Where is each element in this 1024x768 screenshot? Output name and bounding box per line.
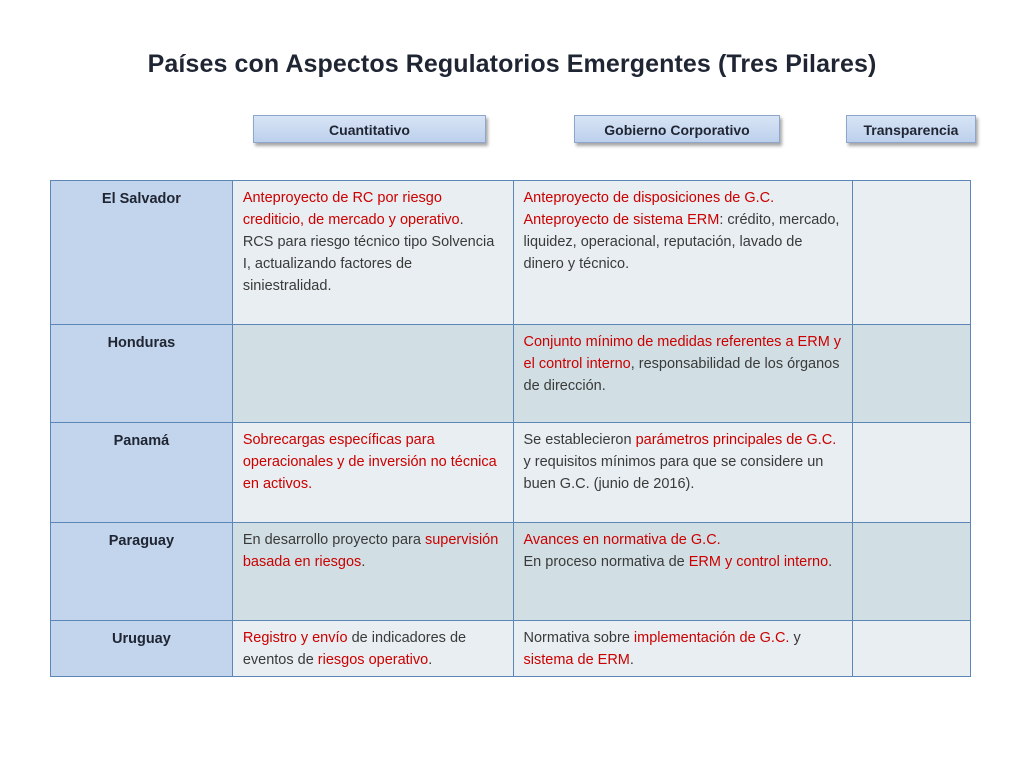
table-row: Honduras Conjunto mínimo de medidas refe… [50, 324, 971, 423]
slide-title: Países con Aspectos Regulatorios Emergen… [147, 50, 877, 78]
cell-text: . [428, 652, 433, 668]
cell-text: de indicadores de eventos de [242, 630, 467, 668]
gobierno-corporativo-cell: Normativa sobre implementación de G.C. y… [512, 620, 854, 677]
highlighted-text: Sobrecargas específicas para operacional… [242, 432, 497, 492]
cell-text: RCS para riesgo técnico tipo Solvencia I… [242, 234, 495, 294]
transparencia-cell [852, 422, 971, 523]
country-cell: Uruguay [50, 620, 233, 677]
regulatory-table: El Salvador Anteproyecto de RC por riesg… [50, 180, 971, 677]
cell-text-line: En desarrollo proyecto para supervisión … [243, 529, 503, 573]
cell-text: . [459, 212, 464, 228]
cell-text-line: En proceso normativa de ERM y control in… [524, 551, 843, 573]
pillar-gobierno-corporativo: Gobierno Corporativo [574, 115, 780, 143]
highlighted-text: Avances en normativa de G.C. [523, 532, 721, 548]
cell-text: , responsabilidad de los órganos de dire… [523, 356, 840, 394]
gobierno-corporativo-cell: Anteproyecto de disposiciones de G.C. Ant… [512, 180, 854, 325]
cell-text-line: Sobrecargas específicas para operacional… [243, 429, 503, 495]
cell-text-line: Normativa sobre implementación de G.C. y… [524, 627, 843, 671]
highlighted-text: Anteproyecto de sistema ERM [523, 212, 720, 228]
cuantitativo-cell: Sobrecargas específicas para operacional… [231, 422, 514, 523]
cell-text: Normativa sobre [523, 630, 634, 646]
highlighted-text: Anteproyecto de RC por riesgo crediticio… [242, 190, 460, 228]
gobierno-corporativo-cell: Conjunto mínimo de medidas referentes a … [512, 324, 854, 423]
table-row: El Salvador Anteproyecto de RC por riesg… [50, 180, 971, 325]
cuantitativo-cell: En desarrollo proyecto para supervisión … [231, 522, 514, 621]
cell-text: . [629, 652, 634, 668]
cuantitativo-cell: Anteproyecto de RC por riesgo crediticio… [231, 180, 514, 325]
table-row: Panamá Sobrecargas específicas para oper… [50, 422, 971, 523]
cell-text: y [789, 630, 801, 646]
highlighted-text: Conjunto mínimo de medidas referentes a … [523, 334, 842, 372]
highlighted-text: supervisión basada en riesgos [242, 532, 499, 570]
highlighted-text: Anteproyecto de disposiciones de G.C. [523, 190, 775, 206]
table-row: Uruguay Registro y envío de indicadores … [50, 620, 971, 677]
cell-text-line: Se establecieron parámetros principales … [524, 429, 843, 495]
highlighted-text: ERM y control interno [688, 554, 829, 570]
transparencia-cell [852, 324, 971, 423]
cell-text: : crédito, mercado, liquidez, operaciona… [523, 212, 840, 272]
cell-text: Se establecieron [523, 432, 636, 448]
gobierno-corporativo-cell: Se establecieron parámetros principales … [512, 422, 854, 523]
cell-text-line: Registro y envío de indicadores de event… [243, 627, 503, 671]
cell-text-line: Anteproyecto de sistema ERM: crédito, me… [524, 209, 843, 275]
cell-text: En desarrollo proyecto para [242, 532, 425, 548]
highlighted-text: parámetros principales de G.C. [635, 432, 837, 448]
cuantitativo-cell: Registro y envío de indicadores de event… [231, 620, 514, 677]
cell-text: . [361, 554, 366, 570]
country-cell: Panamá [50, 422, 233, 523]
transparencia-cell [852, 180, 971, 325]
pillar-cuantitativo: Cuantitativo [253, 115, 486, 143]
cell-text: En proceso normativa de [523, 554, 689, 570]
highlighted-text: sistema de ERM [523, 652, 630, 668]
country-cell: El Salvador [50, 180, 233, 325]
cell-text-line: Conjunto mínimo de medidas referentes a … [524, 331, 843, 397]
country-cell: Paraguay [50, 522, 233, 621]
cell-text-line: RCS para riesgo técnico tipo Solvencia I… [243, 231, 503, 297]
highlighted-text: Registro y envío [242, 630, 348, 646]
cell-text: y requisitos mínimos para que se conside… [523, 454, 824, 492]
transparencia-cell [852, 522, 971, 621]
country-cell: Honduras [50, 324, 233, 423]
transparencia-cell [852, 620, 971, 677]
cell-text-line: Avances en normativa de G.C. [524, 529, 843, 551]
pillar-transparencia: Transparencia [846, 115, 976, 143]
gobierno-corporativo-cell: Avances en normativa de G.C. En proceso n… [512, 522, 854, 621]
highlighted-text: riesgos operativo [317, 652, 429, 668]
highlighted-text: implementación de G.C. [633, 630, 790, 646]
cell-text-line: Anteproyecto de RC por riesgo crediticio… [243, 187, 503, 231]
cell-text: . [828, 554, 833, 570]
cell-text-line: Anteproyecto de disposiciones de G.C. [524, 187, 843, 209]
table-row: Paraguay En desarrollo proyecto para sup… [50, 522, 971, 621]
cuantitativo-cell [231, 324, 514, 423]
